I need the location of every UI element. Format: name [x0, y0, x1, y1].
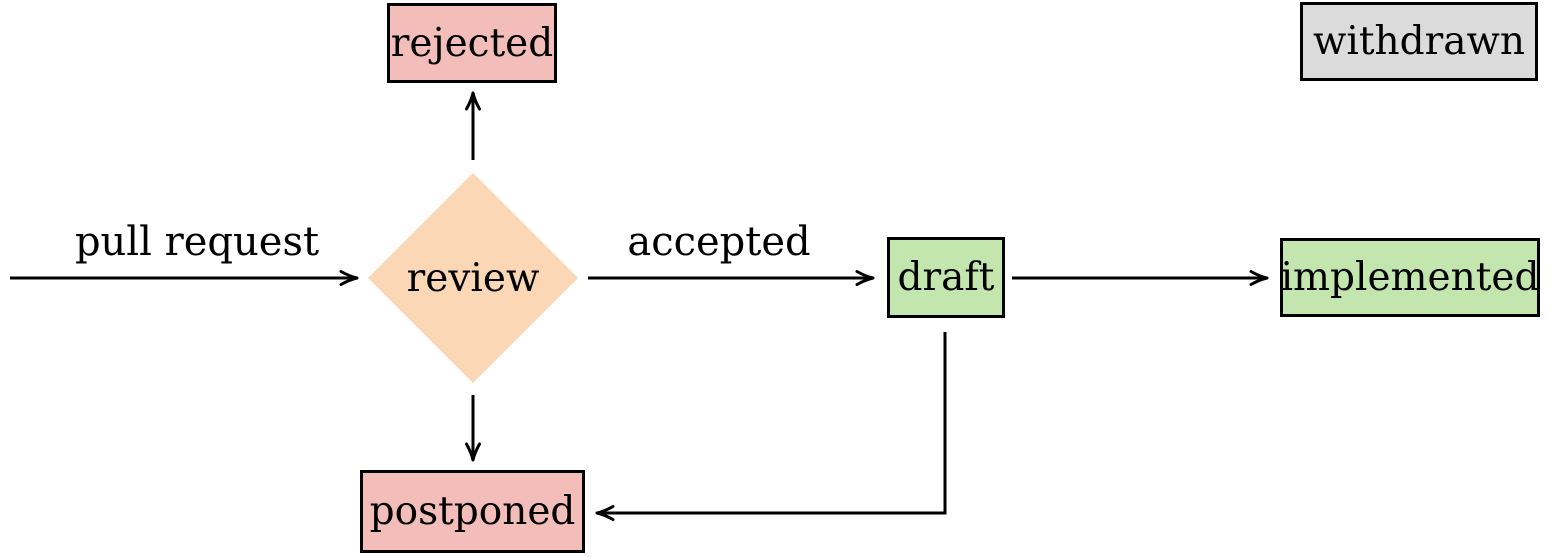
node-review-label: review — [406, 255, 540, 301]
node-rejected-label: rejected — [390, 20, 554, 66]
edge-draft-postponed-arrow — [595, 332, 947, 521]
node-postponed-label: postponed — [369, 489, 576, 534]
node-postponed: postponed — [360, 470, 585, 553]
node-withdrawn-label: withdrawn — [1312, 19, 1525, 64]
edge-label-accepted: accepted — [627, 219, 811, 265]
node-withdrawn: withdrawn — [1300, 2, 1538, 81]
node-rejected: rejected — [387, 3, 557, 83]
review-diamond-shape — [368, 173, 578, 383]
node-draft: draft — [887, 237, 1005, 318]
edge-label-pull-request: pull request — [74, 219, 320, 265]
node-implemented: implemented — [1280, 238, 1540, 317]
node-review: review — [368, 173, 578, 383]
node-implemented-label: implemented — [1280, 255, 1540, 300]
node-draft-label: draft — [897, 255, 995, 300]
